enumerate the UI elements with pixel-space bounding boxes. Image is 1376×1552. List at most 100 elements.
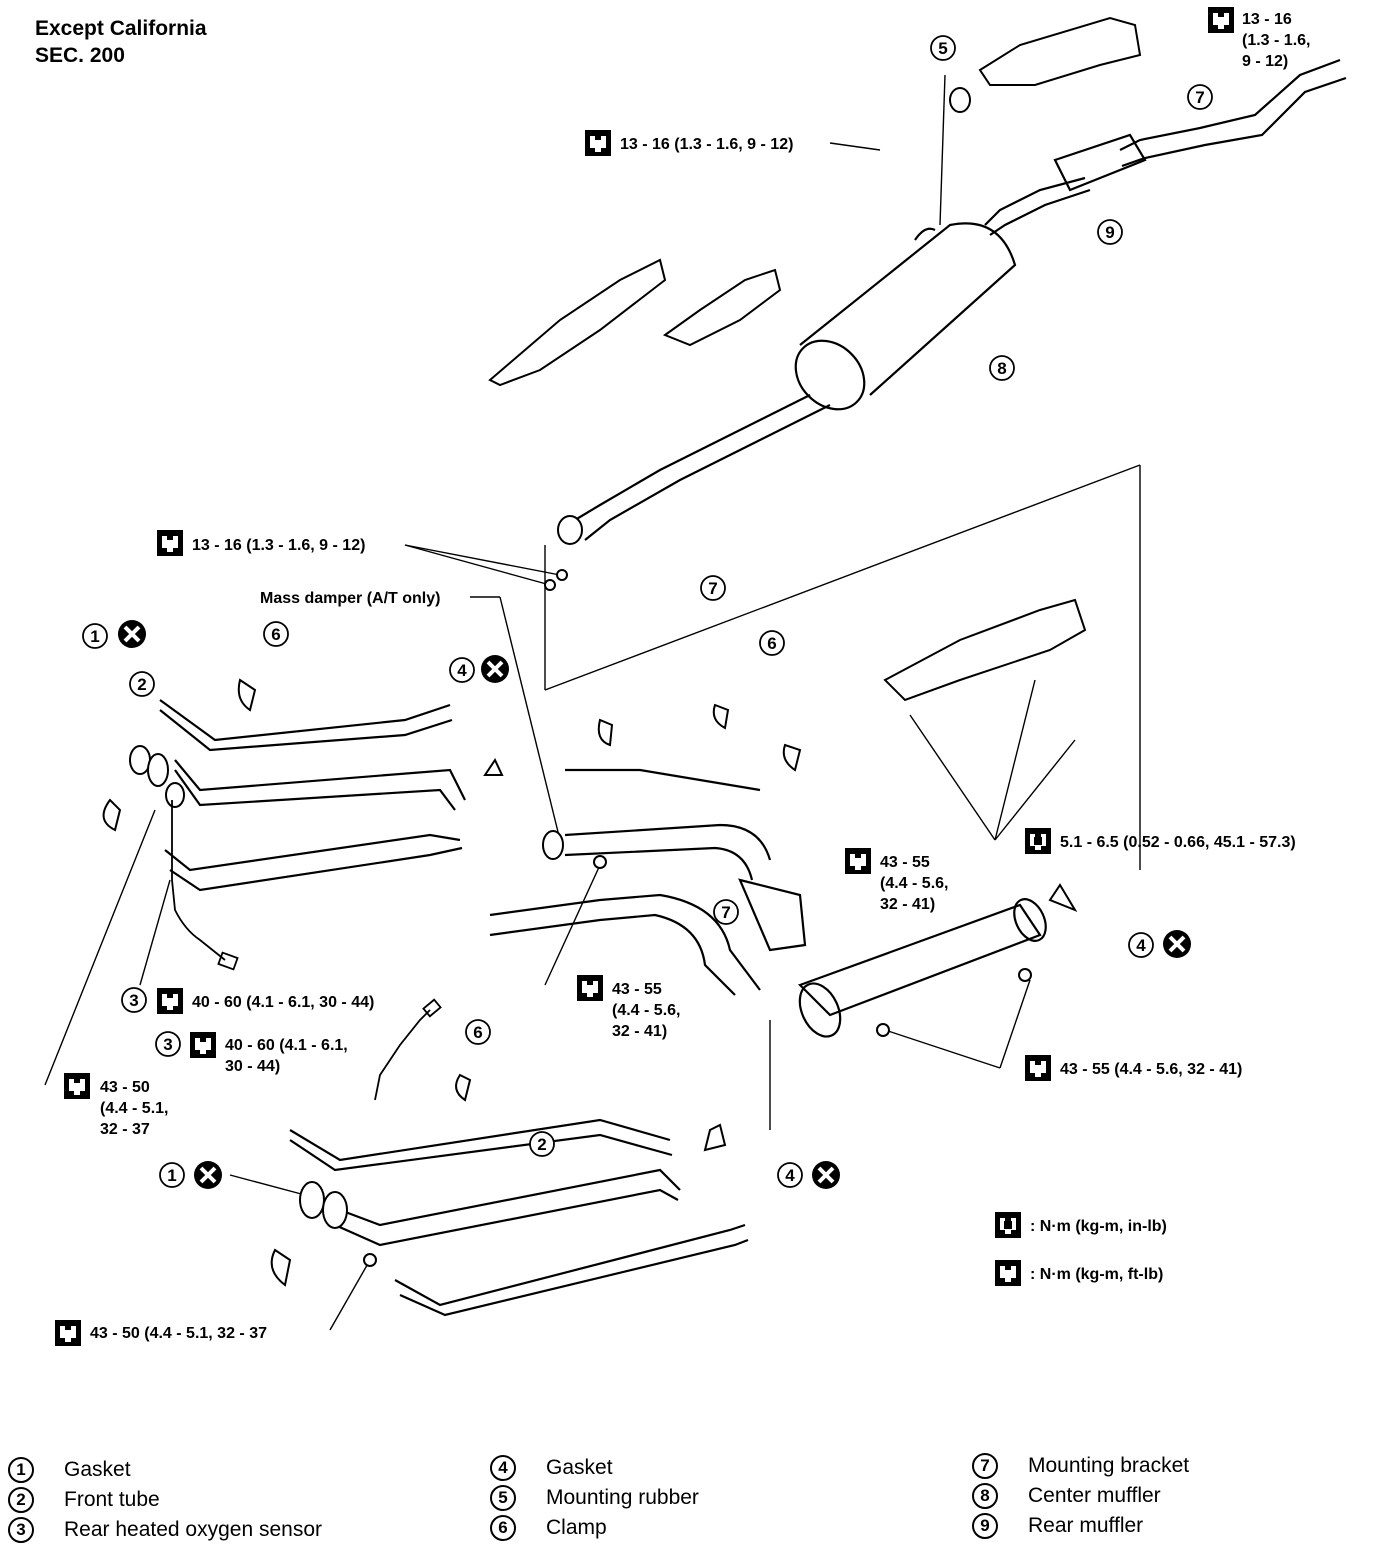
- svg-text:5: 5: [938, 39, 947, 58]
- legend-item-8: 8 Center muffler: [972, 1481, 1161, 1511]
- svg-text:2: 2: [137, 675, 146, 694]
- torque-value-line: 40 - 60 (4.1 - 6.1,: [225, 1037, 348, 1054]
- legend-label: Center muffler: [1028, 1484, 1161, 1507]
- callout-4-right: 4: [1128, 932, 1154, 958]
- part-callouts: 5 7 9 8 7 6 1 2 6 4 7 4 3 3 6 2 1 4: [82, 35, 1213, 1188]
- callout-4-top: 4: [449, 657, 475, 683]
- torque-spec-sensor-upper: 40 - 60 (4.1 - 6.1, 30 - 44): [157, 988, 374, 1014]
- torque-value-line: 32 - 41): [612, 1023, 667, 1040]
- section-title: Except California SEC. 200: [35, 15, 207, 69]
- units-key: : N·m (kg-m, in-lb) : N·m (kg-m, ft-lb): [995, 1212, 1167, 1286]
- center-pipe: [489, 768, 1047, 1038]
- legend-number: 6: [490, 1515, 516, 1541]
- legend-number: 1: [8, 1457, 34, 1483]
- torque-value: 43 - 50 (4.4 - 5.1, 32 - 37: [90, 1325, 267, 1342]
- legend-number: 4: [490, 1455, 516, 1481]
- callout-6-left: 6: [263, 621, 289, 647]
- callout-7-mid: 7: [700, 575, 726, 601]
- legend-number: 7: [972, 1453, 998, 1479]
- torque-spec-bottom-nut: 43 - 50 (4.4 - 5.1, 32 - 37: [55, 1320, 267, 1346]
- no-reuse-symbols: [116, 618, 1193, 1191]
- torque-value-line: (1.3 - 1.6,: [1242, 32, 1310, 49]
- callout-2-low: 2: [529, 1131, 555, 1157]
- legend-number: 5: [490, 1485, 516, 1511]
- legend-label: Front tube: [64, 1488, 160, 1511]
- svg-text:4: 4: [785, 1166, 795, 1185]
- legend-item-1: 1 Gasket: [8, 1455, 131, 1485]
- svg-text:1: 1: [167, 1166, 176, 1185]
- title-line-2: SEC. 200: [35, 44, 125, 67]
- legend-number: 9: [972, 1513, 998, 1539]
- legend-label: Mounting rubber: [546, 1486, 699, 1509]
- torque-spec-top-right: 13 - 16 (1.3 - 1.6, 9 - 12): [1208, 7, 1310, 70]
- legend-label: Gasket: [546, 1456, 613, 1479]
- legend-label: Gasket: [64, 1458, 131, 1481]
- torque-spec-right-flange: 43 - 55 (4.4 - 5.6, 32 - 41): [1025, 1055, 1242, 1081]
- svg-text:43 - 55(4.4 - 5.6,32 - 41): 43 - 55 (4.4 - 5.6, 32 - 41): [880, 854, 948, 913]
- legend-item-6: 6 Clamp: [490, 1513, 607, 1543]
- torque-value-line: (4.4 - 5.1,: [100, 1100, 168, 1117]
- torque-value-line: (4.4 - 5.6,: [880, 875, 948, 892]
- svg-text:43 - 50(4.4 - 5.1,32 - 37: 43 - 50 (4.4 - 5.1, 32 - 37: [100, 1079, 168, 1138]
- rear-muffler: [984, 58, 1347, 236]
- svg-text:7: 7: [1195, 88, 1204, 107]
- mass-damper-callout: Mass damper (A/T only): [260, 590, 440, 607]
- svg-text:4: 4: [457, 661, 467, 680]
- callout-6-top: 6: [759, 630, 785, 656]
- torque-value-line: 32 - 37: [100, 1121, 150, 1138]
- callout-1-top: 1: [82, 623, 108, 649]
- unit-ft-lb-label: : N·m (kg-m, ft-lb): [1030, 1266, 1163, 1283]
- unit-in-lb-label: : N·m (kg-m, in-lb): [1030, 1218, 1167, 1235]
- torque-value-line: 30 - 44): [225, 1058, 280, 1075]
- svg-text:6: 6: [767, 634, 776, 653]
- callout-3-top: 3: [121, 987, 147, 1013]
- callout-4-low: 4: [777, 1162, 803, 1188]
- svg-text:13 - 16(1.3 - 1.6,9 - 12): 13 - 16 (1.3 - 1.6, 9 - 12): [1242, 11, 1310, 70]
- svg-text:1: 1: [90, 627, 99, 646]
- torque-spec-upper-left: 13 - 16 (1.3 - 1.6, 9 - 12): [585, 130, 793, 156]
- svg-text:40 - 60 (4.1 - 6.1,30 - 44): 40 - 60 (4.1 - 6.1, 30 - 44): [225, 1037, 348, 1075]
- callout-6-low: 6: [465, 1019, 491, 1045]
- legend-label: Clamp: [546, 1516, 607, 1539]
- torque-value-line: 43 - 50: [100, 1079, 150, 1096]
- svg-text:3: 3: [129, 991, 138, 1010]
- leader-lines: [44, 74, 1141, 1331]
- torque-value-line: 9 - 12): [1242, 53, 1288, 70]
- torque-value-line: 13 - 16: [1242, 11, 1292, 28]
- legend-item-7: 7 Mounting bracket: [972, 1451, 1189, 1481]
- svg-text:43 - 55(4.4 - 5.6,32 - 41): 43 - 55(4.4 - 5.6,32 - 41): [612, 981, 680, 1040]
- legend-item-9: 9 Rear muffler: [972, 1511, 1143, 1541]
- svg-text:2: 2: [537, 1135, 546, 1154]
- svg-text:7: 7: [721, 903, 730, 922]
- svg-text:9: 9: [1105, 223, 1114, 242]
- torque-value: 5.1 - 6.5 (0.52 - 0.66, 45.1 - 57.3): [1060, 834, 1296, 851]
- gaskets-and-hardware: [102, 87, 1078, 1287]
- torque-spec-left-bottom-nut: 43 - 50 (4.4 - 5.1, 32 - 37: [64, 1073, 168, 1138]
- callout-7-top: 7: [1187, 84, 1213, 110]
- legend-item-5: 5 Mounting rubber: [490, 1483, 699, 1513]
- torque-spec-sensor-lower: 40 - 60 (4.1 - 6.1, 30 - 44): [190, 1032, 348, 1075]
- torque-value-line: 43 - 55: [880, 854, 930, 871]
- front-tubes-upper: [159, 699, 466, 892]
- title-line-1: Except California: [35, 17, 207, 40]
- callout-7-low: 7: [713, 899, 739, 925]
- legend-label: Rear muffler: [1028, 1514, 1144, 1537]
- torque-value-line: 32 - 41): [880, 896, 935, 913]
- callout-1-low: 1: [159, 1162, 185, 1188]
- callout-2-top: 2: [129, 671, 155, 697]
- svg-text:8: 8: [997, 359, 1006, 378]
- center-muffler: [574, 222, 1017, 541]
- legend-number: 8: [972, 1483, 998, 1509]
- torque-spec-mid-left: 13 - 16 (1.3 - 1.6, 9 - 12): [157, 530, 365, 556]
- svg-text:6: 6: [271, 625, 280, 644]
- legend-label: Mounting bracket: [1028, 1454, 1190, 1477]
- mass-damper-label: Mass damper (A/T only): [260, 590, 440, 607]
- callout-3-low: 3: [155, 1031, 181, 1057]
- oxygen-sensors: [171, 800, 442, 1101]
- svg-text:7: 7: [708, 579, 717, 598]
- torque-value-line: 43 - 55: [612, 981, 662, 998]
- upper-heat-shield: [488, 16, 1142, 702]
